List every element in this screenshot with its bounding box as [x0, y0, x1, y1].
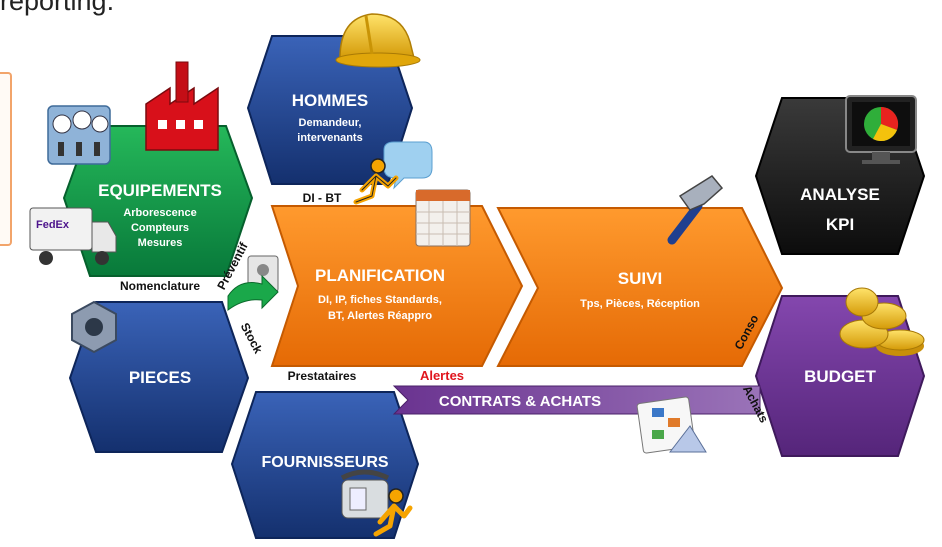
pieces-title: PIECES — [129, 368, 191, 387]
contacts-icon — [227, 255, 279, 311]
label-alertes: Alertes — [420, 368, 464, 383]
header-text: reporting. — [0, 0, 115, 16]
gold-coins-icon — [839, 287, 925, 356]
label-nomenclature: Nomenclature — [120, 279, 200, 293]
hommes-sub2: intervenants — [297, 132, 362, 144]
monitor-pie-chart-icon — [845, 95, 917, 164]
delivery-truck-icon: FedEx — [29, 207, 117, 265]
planification-title: PLANIFICATION — [315, 266, 445, 285]
truck-brand: FedEx — [36, 219, 70, 231]
equipements-sub3: Mesures — [138, 237, 183, 249]
node-contrats: CONTRATS & ACHATS — [392, 385, 761, 415]
side-frame — [0, 72, 12, 246]
suivi-title: SUIVI — [618, 269, 662, 288]
contrats-title: CONTRATS & ACHATS — [439, 393, 601, 410]
label-stock: Stock — [238, 320, 266, 356]
planification-sub1: DI, IP, fiches Standards, — [318, 294, 442, 306]
analyse-title1: ANALYSE — [800, 185, 880, 204]
hommes-title: HOMMES — [292, 91, 369, 110]
hammer-icon — [667, 175, 724, 245]
running-person-icon-2 — [373, 488, 413, 537]
factory-icon — [145, 61, 219, 151]
calendar-icon — [415, 189, 471, 247]
planification-sub2: BT, Alertes Réappro — [328, 310, 432, 322]
suivi-sub1: Tps, Pièces, Réception — [580, 298, 700, 310]
node-suivi: SUIVI Tps, Pièces, Réception — [496, 207, 784, 367]
running-person-icon — [353, 158, 399, 205]
gauges-icon — [47, 105, 111, 165]
label-di-bt: DI - BT — [303, 191, 342, 205]
desk-phone-icon — [340, 469, 390, 519]
equipements-sub1: Arborescence — [123, 207, 196, 219]
hex-nut-icon — [71, 300, 117, 354]
equipements-title: EQUIPEMENTS — [98, 181, 222, 200]
hommes-sub1: Demandeur, — [299, 117, 362, 129]
analyse-title2: KPI — [826, 215, 854, 234]
diagram-document-icon — [636, 396, 707, 454]
node-planification: PLANIFICATION DI, IP, fiches Standards, … — [270, 205, 524, 367]
budget-title: BUDGET — [804, 367, 876, 386]
fournisseurs-title: FOURNISSEURS — [261, 454, 388, 471]
equipements-sub2: Compteurs — [131, 222, 189, 234]
label-prestataires: Prestataires — [288, 369, 357, 383]
hard-hat-icon — [335, 13, 421, 68]
